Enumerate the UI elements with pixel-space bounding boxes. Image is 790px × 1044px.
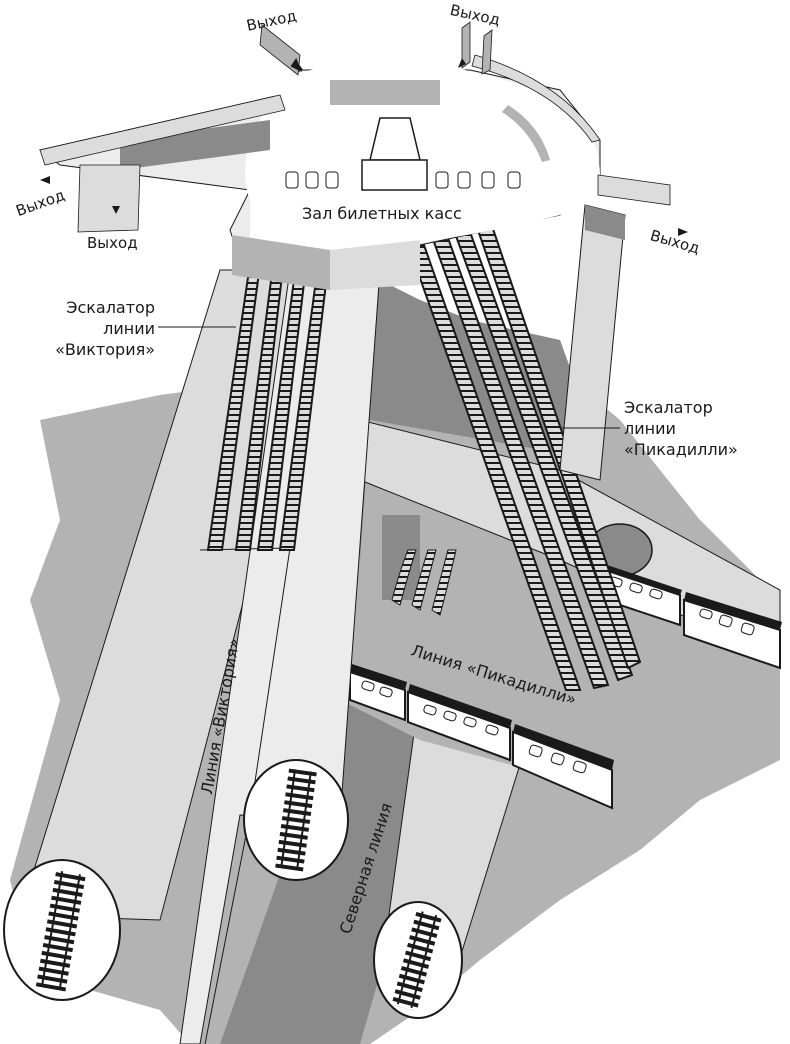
victoria-escalator-label-3: «Виктория» [55,340,155,359]
arrow-right-icon [678,228,688,236]
exit-label-top-left: Выход [245,7,298,35]
exit-label-top-right: Выход [448,1,501,29]
piccadilly-escalator-label-1: Эскалатор [624,398,713,417]
interchange-escalators [382,515,457,616]
exit-arrow-icons [40,57,688,236]
northern-line-track [391,910,443,1012]
exit-label-right: Выход [648,226,702,257]
piccadilly-train-upper [589,560,782,670]
arrow-down-icon [112,206,120,214]
arrow-up-right-icon [458,58,466,68]
piccadilly-escalator-label-2: линии [624,419,676,438]
exit-label-left-lower: Выход [87,234,138,252]
ticket-hall [38,21,671,290]
victoria-track-right [275,768,317,872]
victoria-track-left [35,870,86,992]
piccadilly-train-lower [349,664,614,810]
arrow-up-left-icon [290,57,303,73]
victoria-escalator-label-2: линии [103,319,155,338]
ticket-hall-label: Зал билетных касс [302,204,462,223]
arrow-left-icon [40,176,50,184]
piccadilly-escalator-label-3: «Пикадилли» [624,440,738,459]
exit-label-left: Выход [14,186,68,220]
piccadilly-escalators [408,224,642,691]
victoria-escalator-label-1: Эскалатор [66,298,155,317]
